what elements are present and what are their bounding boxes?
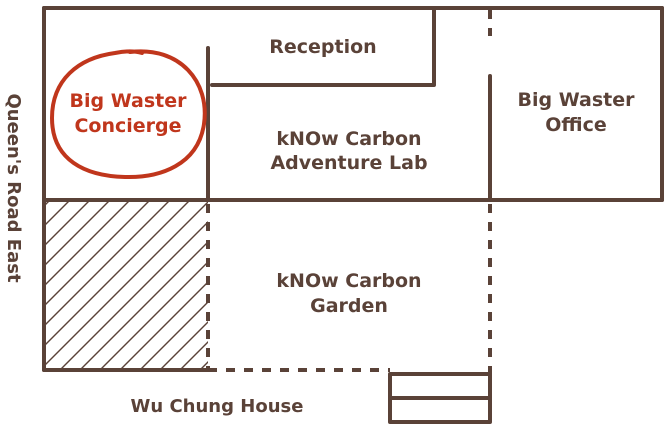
highlight-circle: [49, 49, 207, 180]
lab-label-line1: kNOw Carbon: [276, 128, 421, 150]
office-label-line2: Office: [545, 114, 607, 136]
solid-walls: [42, 6, 664, 424]
hatched-area: [44, 200, 208, 370]
garden-label-line1: kNOw Carbon: [276, 270, 421, 292]
wu-chung-house-label: Wu Chung House: [131, 396, 304, 417]
reception-label: Reception: [269, 36, 376, 58]
office-label-line1: Big Waster: [518, 89, 636, 111]
garden-label-line2: Garden: [310, 295, 388, 317]
concierge-label-line1: Big Waster: [70, 90, 188, 112]
queens-road-east-label: Queen's Road East: [3, 93, 24, 283]
dashed-walls: [206, 10, 492, 374]
lab-label-line2: Adventure Lab: [270, 152, 427, 174]
reception-wall: [210, 6, 436, 87]
concierge-label-line2: Concierge: [74, 115, 181, 137]
